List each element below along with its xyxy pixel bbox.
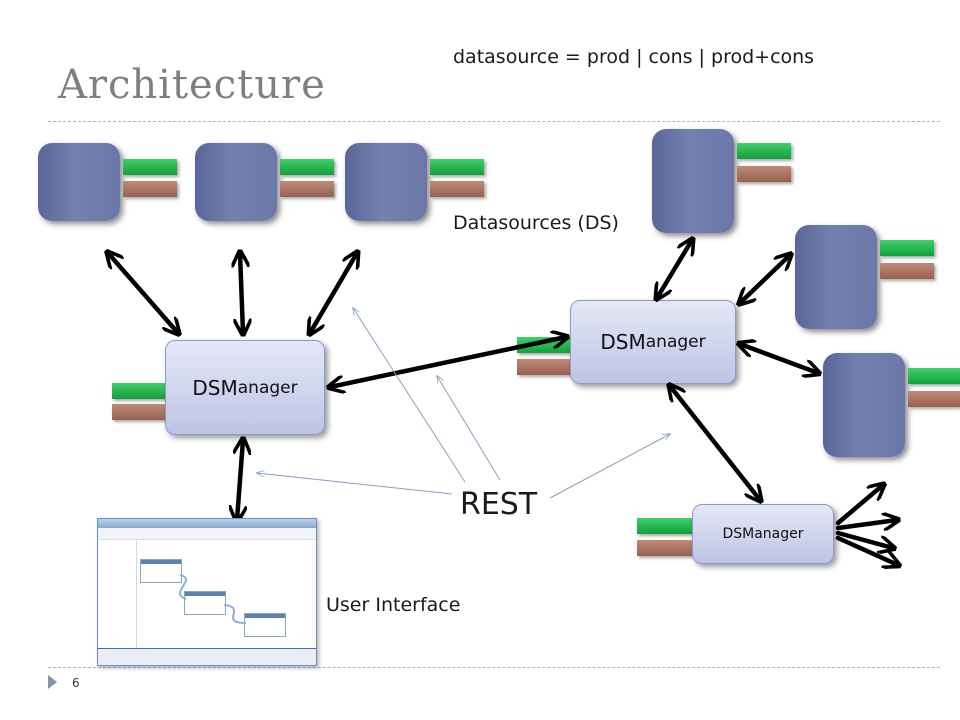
footer-triangle-icon xyxy=(48,675,57,689)
rest-line xyxy=(549,434,670,499)
prod-bar xyxy=(280,159,334,175)
page-number: 6 xyxy=(72,676,80,690)
datasource-block-4 xyxy=(652,129,734,233)
rest-line xyxy=(257,473,453,495)
window-titlebar xyxy=(98,519,316,528)
bidirectional-arrow xyxy=(657,240,692,298)
window-toolbar xyxy=(98,528,316,540)
window-sidebar xyxy=(100,541,137,651)
cons-bar xyxy=(123,181,177,197)
workflow-node xyxy=(184,591,226,615)
prod-bar xyxy=(908,368,960,384)
datasource-block-3 xyxy=(345,143,427,221)
datasource-block-1 xyxy=(38,143,120,221)
bidirectional-arrow xyxy=(670,386,760,500)
bidirectional-arrow xyxy=(740,255,790,303)
datasource-note: datasource = prod | cons | prod+cons xyxy=(453,46,815,68)
bidirectional-arrow xyxy=(310,253,357,333)
prod-bar xyxy=(637,518,693,534)
dsmanager-bottom: DSManager xyxy=(692,504,834,564)
dsmanager-label-prefix: DSM xyxy=(192,375,238,400)
cons-bar xyxy=(637,540,693,556)
dsmanager-label: DSManager xyxy=(722,526,804,542)
top-divider xyxy=(48,121,940,122)
rest-line xyxy=(437,376,501,481)
bottom-divider xyxy=(48,667,940,668)
outgoing-arrow xyxy=(835,520,897,528)
cons-bar xyxy=(880,263,934,279)
bidirectional-arrow xyxy=(330,337,566,387)
user-interface-label: User Interface xyxy=(326,594,461,616)
dsmanager-label-suffix: anager xyxy=(645,332,706,352)
bidirectional-arrow xyxy=(240,253,243,333)
datasource-block-6 xyxy=(823,353,905,457)
slide-title: Architecture xyxy=(58,62,326,108)
rest-line xyxy=(353,308,466,483)
cons-bar xyxy=(112,404,168,420)
prod-bar xyxy=(430,159,484,175)
workflow-node xyxy=(244,613,286,637)
cons-bar xyxy=(908,391,960,407)
dsmanager-label-prefix: DSM xyxy=(600,330,646,354)
user-interface-screenshot xyxy=(97,518,317,666)
prod-bar xyxy=(880,240,934,256)
bidirectional-arrow xyxy=(237,440,243,520)
rest-label: REST xyxy=(460,487,538,522)
prod-bar xyxy=(737,143,791,159)
cons-bar xyxy=(737,166,791,182)
prod-bar xyxy=(112,383,168,399)
dsmanager-label-suffix: anager xyxy=(237,377,298,398)
bidirectional-arrow xyxy=(108,253,178,333)
workflow-links xyxy=(179,574,247,624)
cons-bar xyxy=(280,181,334,197)
outgoing-arrow xyxy=(835,530,893,548)
cons-bar xyxy=(430,181,484,197)
window-statusbar xyxy=(98,648,316,665)
outgoing-arrow xyxy=(835,485,883,526)
datasources-label: Datasources (DS) xyxy=(453,212,619,234)
datasource-block-2 xyxy=(195,143,277,221)
bidirectional-arrow xyxy=(740,344,818,373)
outgoing-arrow xyxy=(835,535,898,565)
prod-bar xyxy=(123,159,177,175)
datasource-block-5 xyxy=(795,225,877,329)
workflow-node xyxy=(140,559,182,583)
